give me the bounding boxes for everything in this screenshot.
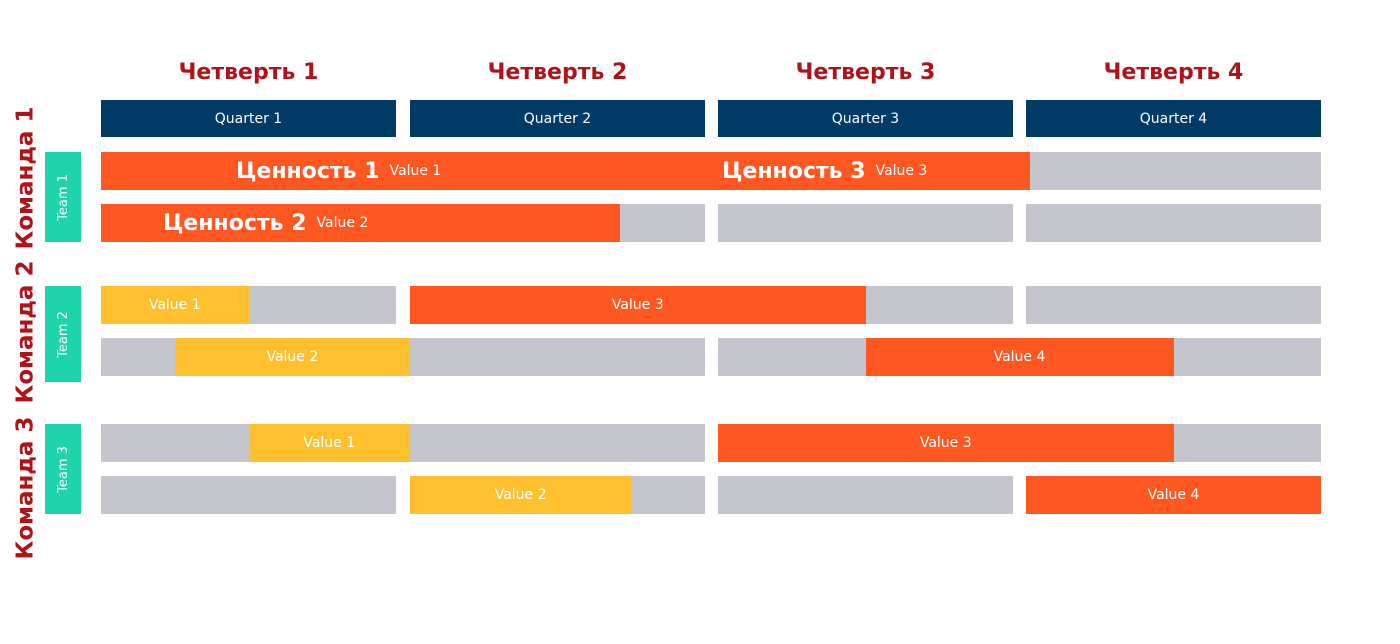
row-track [101, 476, 396, 514]
team-tab: Team 3 [45, 424, 81, 514]
value-label: Value 3 [611, 297, 664, 313]
team-ru-text: Команда 2 [12, 260, 39, 404]
value-bar[interactable]: Value 1 [101, 286, 249, 324]
team-tab: Team 1 [45, 152, 81, 242]
value-label: Value 2 [316, 215, 369, 231]
value-label: Value 1 [389, 163, 442, 179]
row-track [410, 424, 705, 462]
value-bar[interactable]: Ценность 3 Value 3 [718, 152, 1030, 190]
value-label: Value 3 [919, 435, 972, 451]
value-label: Value 3 [875, 163, 928, 179]
team-tab-label: Team 3 [55, 445, 71, 493]
value-bar[interactable]: Value 4 [865, 338, 1174, 376]
row-track [718, 476, 1013, 514]
team-ru-text: Команда 3 [12, 416, 39, 560]
value-bar[interactable]: Ценность 2 Value 2 [101, 204, 620, 242]
value-ru-label: Ценность 3 [722, 158, 866, 184]
value-bar[interactable]: Value 2 [410, 476, 632, 514]
value-label: Value 1 [303, 435, 356, 451]
value-bar[interactable]: Value 3 [410, 286, 866, 324]
quarter-ru-title: Четверть 1 [178, 60, 319, 85]
value-bar[interactable]: Value 3 [718, 424, 1174, 462]
quarter-header: Quarter 1 [101, 100, 396, 137]
value-bar[interactable]: Value 4 [1026, 476, 1321, 514]
quarter-ru-title: Четверть 4 [1103, 60, 1244, 85]
value-ru-label: Ценность 1 [236, 158, 380, 184]
row-track [1026, 286, 1321, 324]
value-bar[interactable]: Value 2 [174, 338, 410, 376]
row-track [718, 204, 1013, 242]
value-ru-label: Ценность 2 [163, 210, 307, 236]
row-track [1026, 152, 1321, 190]
quarter-header: Quarter 2 [410, 100, 705, 137]
team-ru-label: Команда 1 [12, 106, 39, 250]
value-label: Value 4 [1147, 487, 1200, 503]
quarter-ru-title: Четверть 3 [795, 60, 936, 85]
value-label: Value 4 [993, 349, 1046, 365]
value-label: Value 1 [148, 297, 201, 313]
quarter-header: Quarter 3 [718, 100, 1013, 137]
team-ru-label: Команда 2 [12, 260, 39, 404]
team-ru-text: Команда 1 [12, 106, 39, 250]
team-tab-label: Team 1 [55, 173, 71, 221]
team-tab: Team 2 [45, 286, 81, 382]
value-label: Value 2 [494, 487, 547, 503]
quarter-ru-title: Четверть 2 [487, 60, 628, 85]
value-label: Value 2 [266, 349, 319, 365]
value-bar[interactable]: Value 1 [248, 424, 410, 462]
quarter-header: Quarter 4 [1026, 100, 1321, 137]
row-track [410, 338, 705, 376]
team-tab-label: Team 2 [55, 310, 71, 358]
team-ru-label: Команда 3 [12, 416, 39, 560]
row-track [1026, 204, 1321, 242]
